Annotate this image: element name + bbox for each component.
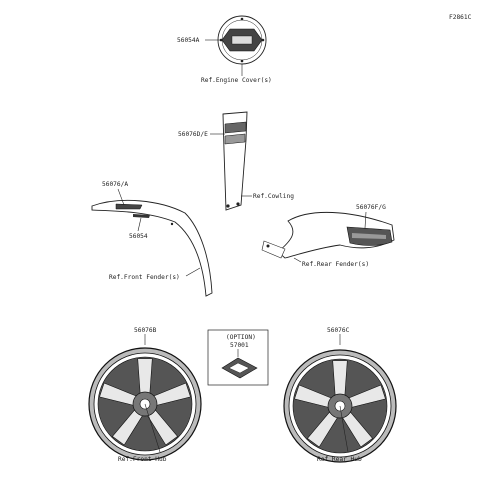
label-front-wheel: 56076B [134, 327, 157, 334]
label-rear-fender: 56076F/G [356, 204, 386, 211]
ref-rear-hub: Ref.Rear Hub [317, 456, 362, 463]
option-kit-box: (OPTION) 57001 [207, 329, 269, 386]
label-emblem: 56054A [177, 37, 200, 44]
front-fender-part [91, 199, 213, 297]
ref-cowling: Ref.Cowling [253, 193, 294, 200]
rear-fender-part [261, 211, 395, 259]
ref-front-hub: Ref.Front Hub [118, 456, 167, 463]
label-cowling: 56076D/E [178, 131, 208, 138]
engine-cover-emblem [217, 15, 267, 65]
figure-code: F2861C [449, 14, 472, 21]
cowling-part [222, 111, 248, 211]
ref-rear-fender: Ref.Rear Fender(s) [302, 261, 369, 268]
ref-engine-cover: Ref.Engine Cover(s) [201, 77, 272, 84]
label-front-fender-small: 56054 [129, 233, 148, 240]
label-rear-wheel: 56076C [327, 327, 350, 334]
ref-front-fender: Ref.Front Fender(s) [109, 274, 180, 281]
label-front-fender: 56076/A [102, 181, 128, 188]
label-option-part: 57001 [230, 342, 249, 349]
option-label: (OPTION) [226, 334, 256, 341]
